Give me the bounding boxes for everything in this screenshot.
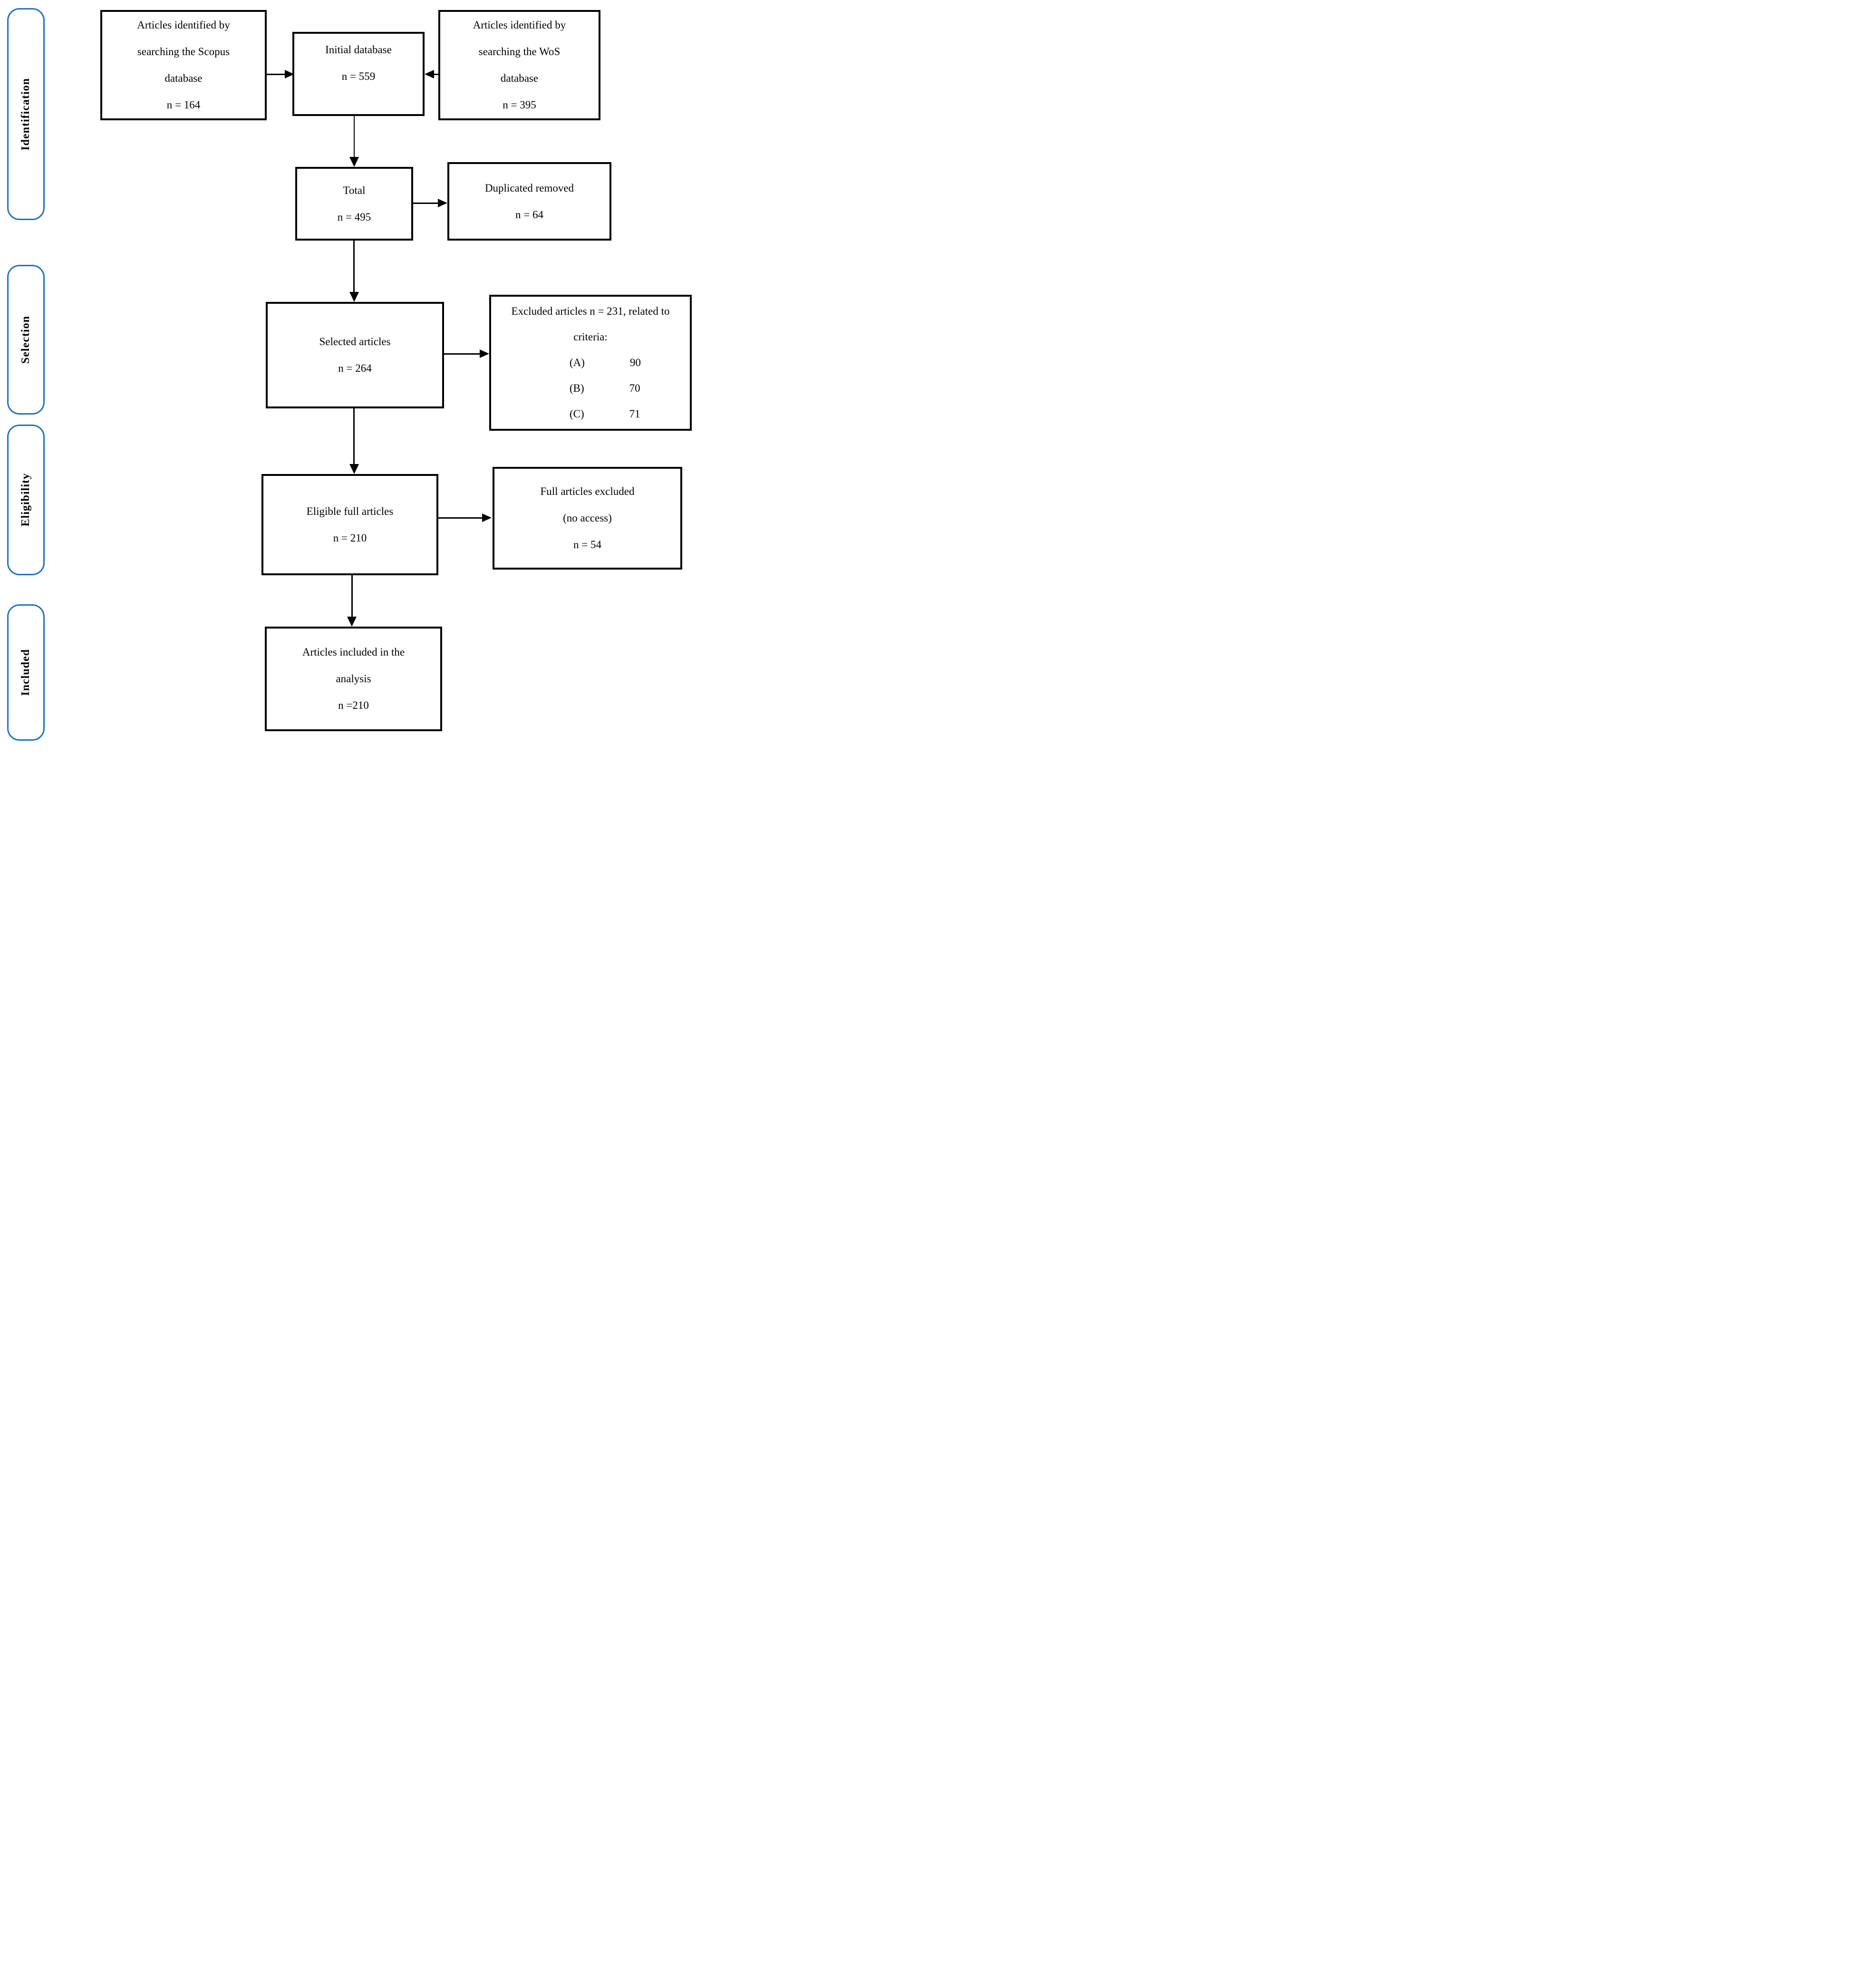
box-line: Articles included in the: [302, 646, 405, 658]
criteria-value: 71: [629, 408, 640, 420]
criteria-row: (A) 90: [491, 350, 690, 376]
arrow-shaft: [433, 74, 438, 75]
stage-label: Included: [19, 649, 32, 696]
box-line: Total: [343, 184, 366, 196]
arrow-head-left-icon: [425, 70, 434, 78]
stage-included: Included: [7, 604, 45, 741]
arrow-head-right-icon: [480, 349, 489, 358]
criteria-label: (A): [570, 357, 585, 368]
box-selected-articles: Selected articles n = 264: [266, 302, 444, 408]
box-line: Articles identified by: [473, 19, 566, 31]
box-line: database: [164, 72, 203, 84]
stage-eligibility: Eligibility: [7, 425, 45, 575]
box-line: Full articles excluded: [540, 485, 635, 497]
box-articles-included: Articles included in the analysis n =210: [265, 627, 442, 731]
box-line: Initial database: [325, 44, 392, 56]
box-line: n = 164: [166, 99, 201, 111]
criteria-row: (B) 70: [491, 376, 690, 401]
stage-identification: Identification: [7, 8, 45, 220]
box-line: Eligible full articles: [306, 505, 394, 517]
box-line: n = 210: [333, 532, 367, 544]
box-line: n = 559: [341, 70, 376, 82]
arrow-head-down-icon: [349, 157, 359, 167]
arrow-head-down-icon: [347, 617, 357, 627]
box-line: n =210: [338, 699, 369, 711]
box-line: Excluded articles n = 231, related to: [511, 305, 670, 317]
arrow-shaft: [413, 203, 438, 204]
box-excluded-articles: Excluded articles n = 231, related to cr…: [489, 295, 692, 431]
arrow-head-right-icon: [482, 513, 492, 522]
arrow-shaft: [354, 116, 355, 157]
box-line: Articles identified by: [137, 19, 230, 31]
box-line: n = 495: [337, 211, 371, 223]
box-full-articles-excluded: Full articles excluded (no access) n = 5…: [493, 467, 682, 570]
stage-label: Selection: [19, 316, 32, 364]
box-line: Duplicated removed: [484, 182, 574, 194]
box-line: n = 264: [338, 362, 372, 374]
criteria-label: (B): [570, 382, 584, 394]
arrow-shaft: [438, 517, 482, 519]
box-eligible-full-articles: Eligible full articles n = 210: [261, 474, 438, 575]
box-initial-database: Initial database n = 559: [292, 32, 425, 116]
stage-label: Eligibility: [19, 473, 32, 527]
arrow-shaft: [353, 241, 355, 292]
box-line: (no access): [563, 512, 612, 524]
arrow-head-right-icon: [438, 199, 447, 207]
box-scopus: Articles identified by searching the Sco…: [100, 10, 267, 120]
box-line: analysis: [336, 673, 371, 685]
stage-selection: Selection: [7, 265, 45, 415]
criteria-row: (C) 71: [491, 401, 690, 427]
box-line: n = 64: [515, 208, 543, 221]
box-wos: Articles identified by searching the WoS…: [438, 10, 600, 120]
arrow-shaft: [267, 74, 285, 75]
box-total: Total n = 495: [295, 167, 413, 241]
arrow-head-down-icon: [349, 292, 359, 302]
arrow-head-right-icon: [285, 70, 294, 78]
box-line: searching the WoS: [478, 46, 561, 58]
criteria-value: 90: [629, 357, 641, 368]
box-line: n = 54: [573, 539, 601, 551]
stage-label: Identification: [19, 77, 32, 151]
arrow-shaft: [353, 408, 355, 464]
arrow-head-down-icon: [349, 464, 359, 474]
criteria-label: (C): [570, 408, 584, 420]
prisma-flow-diagram: Identification Selection Eligibility Inc…: [0, 0, 704, 744]
arrow-shaft: [351, 575, 353, 617]
criteria-value: 70: [629, 382, 640, 394]
box-duplicated-removed: Duplicated removed n = 64: [447, 162, 611, 241]
box-line: Selected articles: [319, 336, 391, 348]
box-line: n = 395: [503, 99, 536, 111]
box-line: criteria:: [573, 331, 608, 343]
arrow-shaft: [444, 353, 480, 355]
box-line: database: [500, 72, 539, 84]
box-line: searching the Scopus: [137, 46, 230, 58]
